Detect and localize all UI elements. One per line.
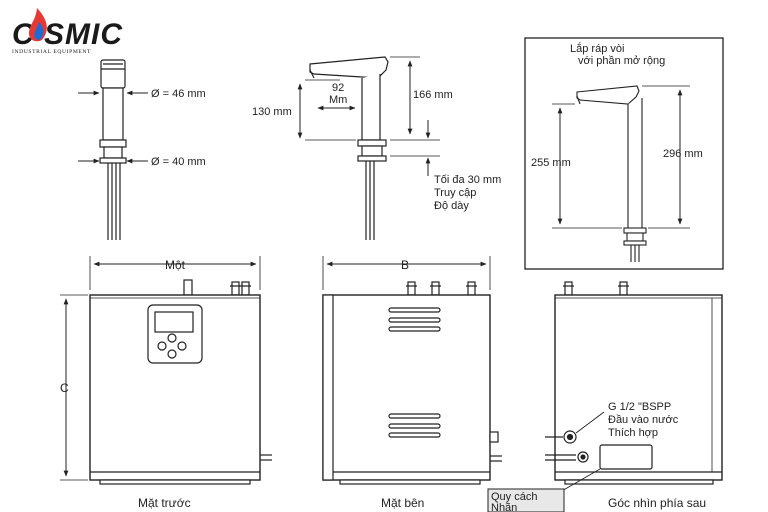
rear-view-caption: Góc nhìn phía sau [608,496,706,510]
height-166-label: 166 mm [413,89,453,101]
vent-top [388,307,441,313]
spec-tag-line2: Nhãn [491,502,517,512]
faucet-base-ring [99,139,127,148]
spout-92-label: 92 [332,82,344,94]
vent-bottom [388,413,441,419]
faucet-front-view [78,59,148,240]
brand-name: C SMIC [12,18,123,51]
extended-assembly-frame [524,37,724,270]
inlet-spec-line1: G 1/2 "BSPP [608,401,671,413]
max-thickness-line3: Độ dày [434,200,469,212]
front-width-label: Một [165,258,186,272]
spec-tag-line1: Quy cách [491,491,537,503]
faucet-side-view [297,56,440,240]
height-255-label: 255 mm [531,157,571,169]
front-height-label: C [60,381,69,395]
faucet-stem [102,87,124,141]
height-296-label: 296 mm [663,148,703,160]
extended-title-1: Lắp ráp vòi [570,42,624,55]
tank-side-body [322,294,491,481]
faucet-side-base [357,139,387,147]
control-panel [147,304,203,364]
inlet-spec-line2: Đầu vào nước [608,414,679,426]
tank-rear-view [545,281,723,493]
tank-front-view [60,256,272,485]
panel-button-up [167,333,177,343]
inlet-spec-line3: Thích hợp [608,427,658,439]
height-130-label: 130 mm [252,106,292,118]
max-thickness-line2: Truy cập [434,187,476,199]
panel-button-left [157,341,167,351]
extended-faucet [552,85,690,262]
spout-92-unit: Mm [329,94,347,106]
extended-title-2: với phần mở rộng [578,55,665,67]
lcd-display [154,311,194,333]
brand-logo: C SMIC INDUSTRIAL EQUIPMENT [12,8,123,55]
dia-40-label: Ø = 40 mm [151,156,206,168]
panel-button-down [167,349,177,359]
panel-button-right [177,341,187,351]
side-view-caption: Mặt bên [381,496,424,510]
max-thickness-line1: Tối đa 30 mm [434,174,501,186]
front-view-caption: Mặt trước [138,496,191,510]
flame-drop-icon [28,8,47,42]
brand-subtitle: INDUSTRIAL EQUIPMENT [12,49,91,55]
tank-side-view [322,256,502,485]
spec-label-plate [599,444,653,470]
side-width-label: B [401,258,409,272]
spec-label-tag [487,488,565,512]
dia-46-label: Ø = 46 mm [151,88,206,100]
